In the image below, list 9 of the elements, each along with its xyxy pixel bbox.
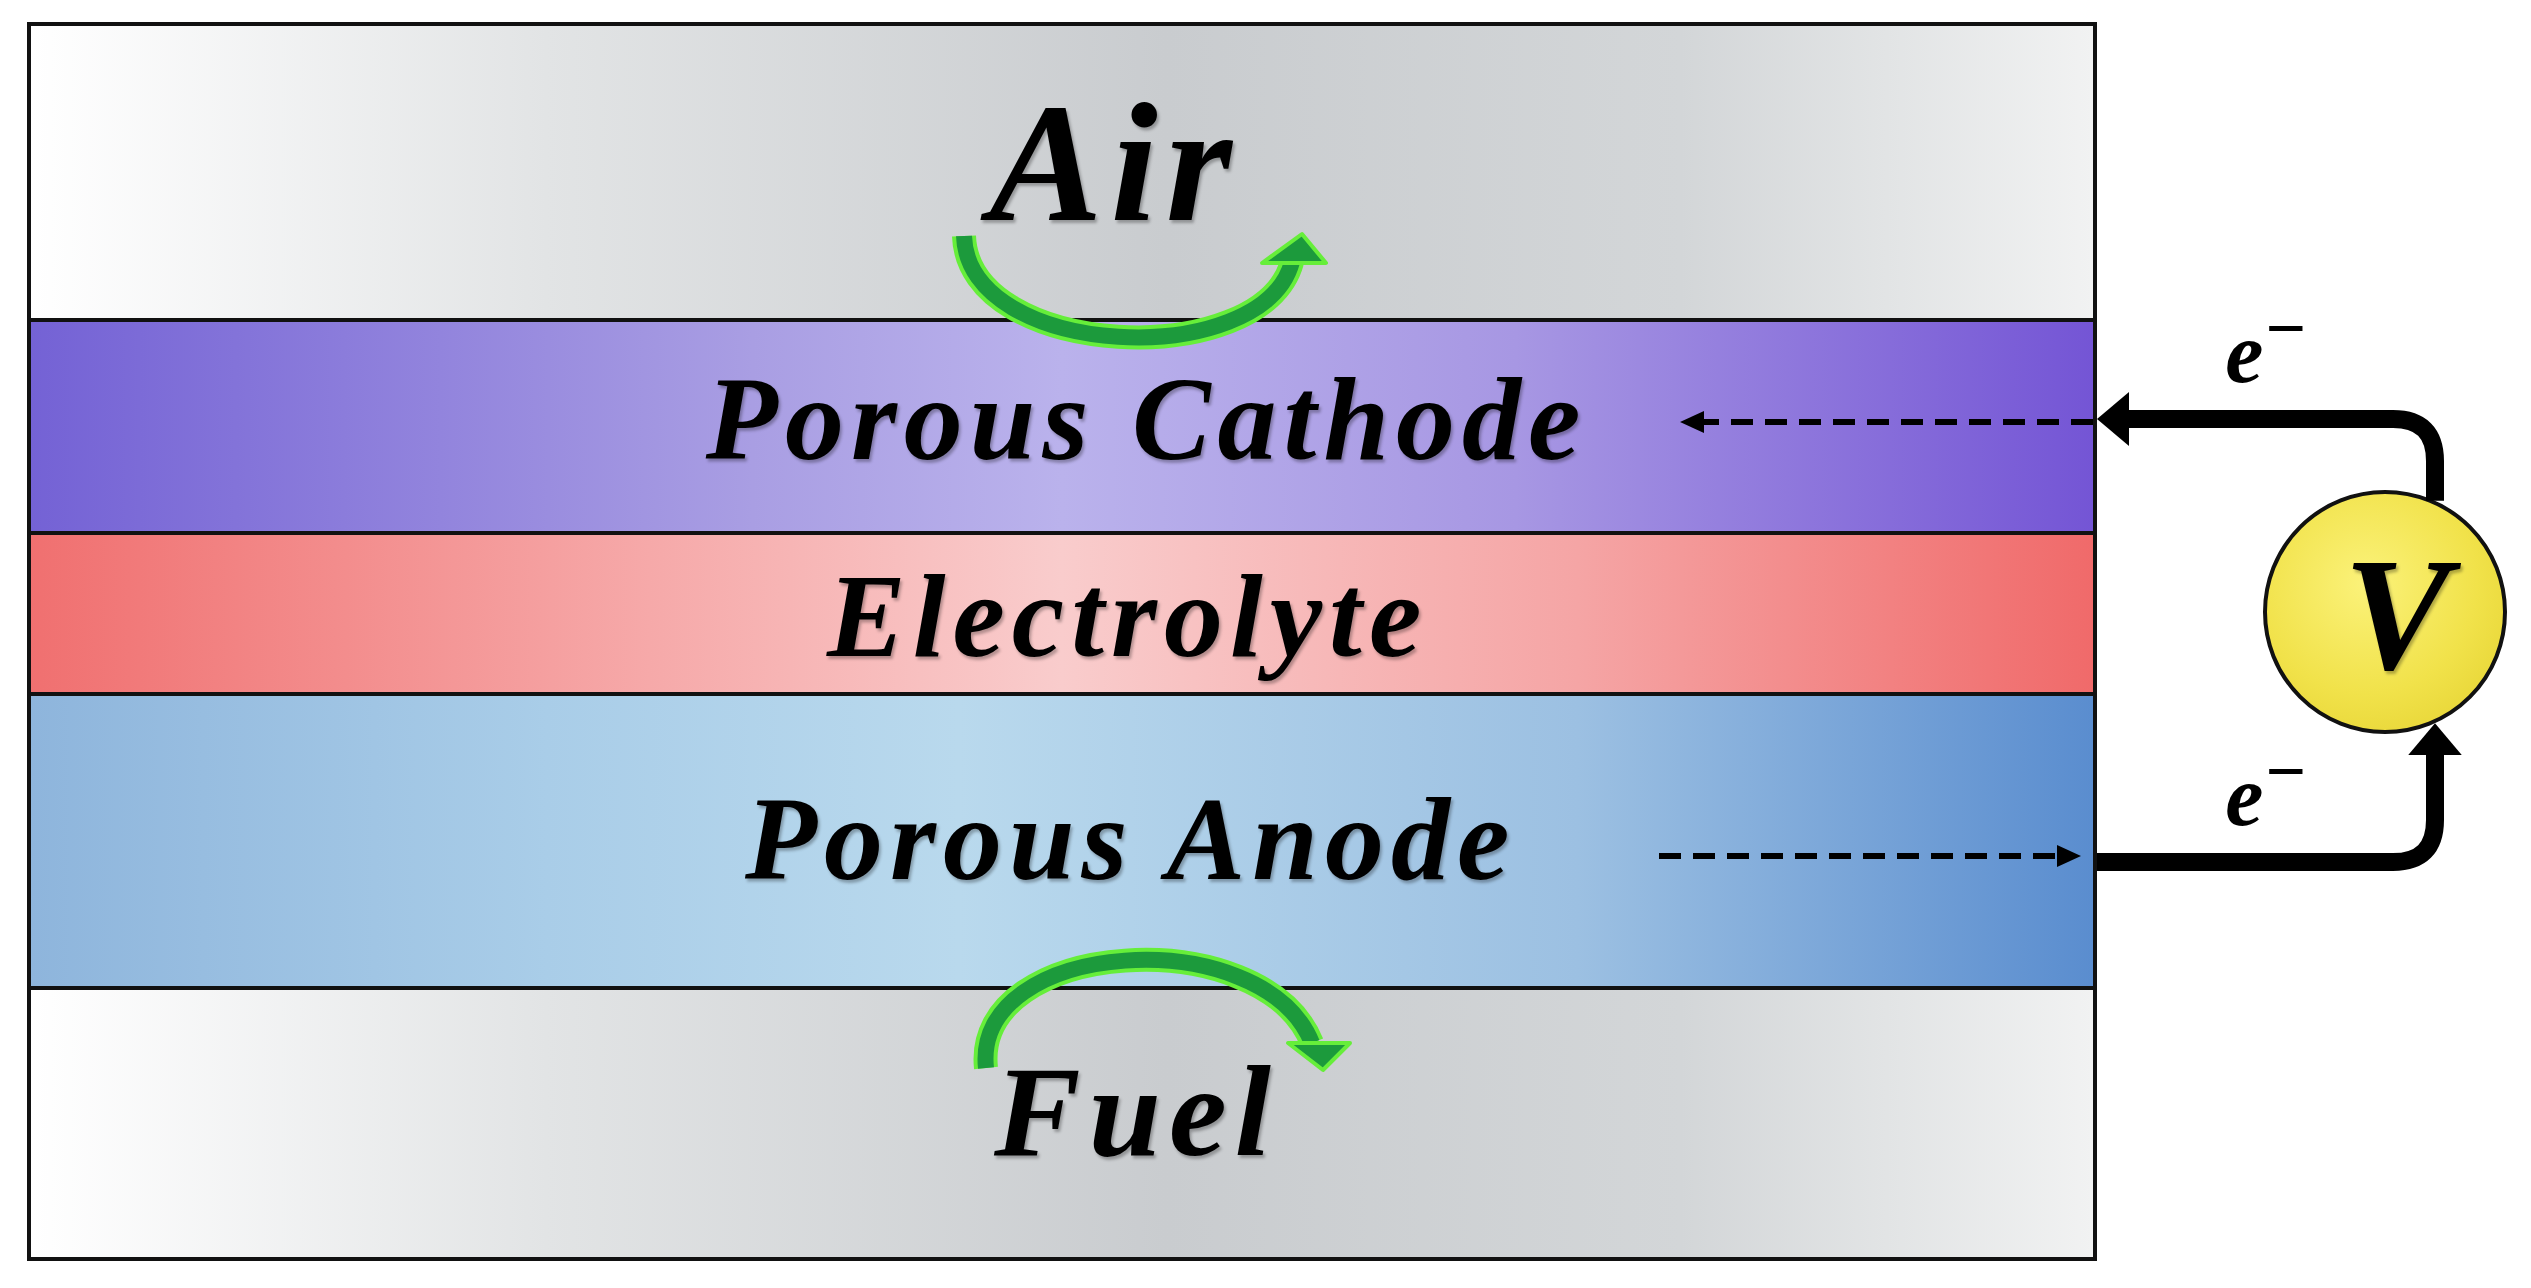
symbol-label: V (2324, 517, 2476, 717)
edge-label: e$^{−}$ (2224, 287, 2308, 403)
layer-label: Fuel (993, 1037, 1280, 1185)
wire-arrow (2097, 723, 2462, 871)
layer-label: Porous Cathode (704, 353, 1589, 487)
layer-label: Air (968, 58, 1268, 272)
layer-label: Electrolyte (825, 550, 1430, 684)
layer-label: Porous Anode (743, 773, 1518, 907)
edge-label: e$^{−}$ (2224, 730, 2308, 846)
